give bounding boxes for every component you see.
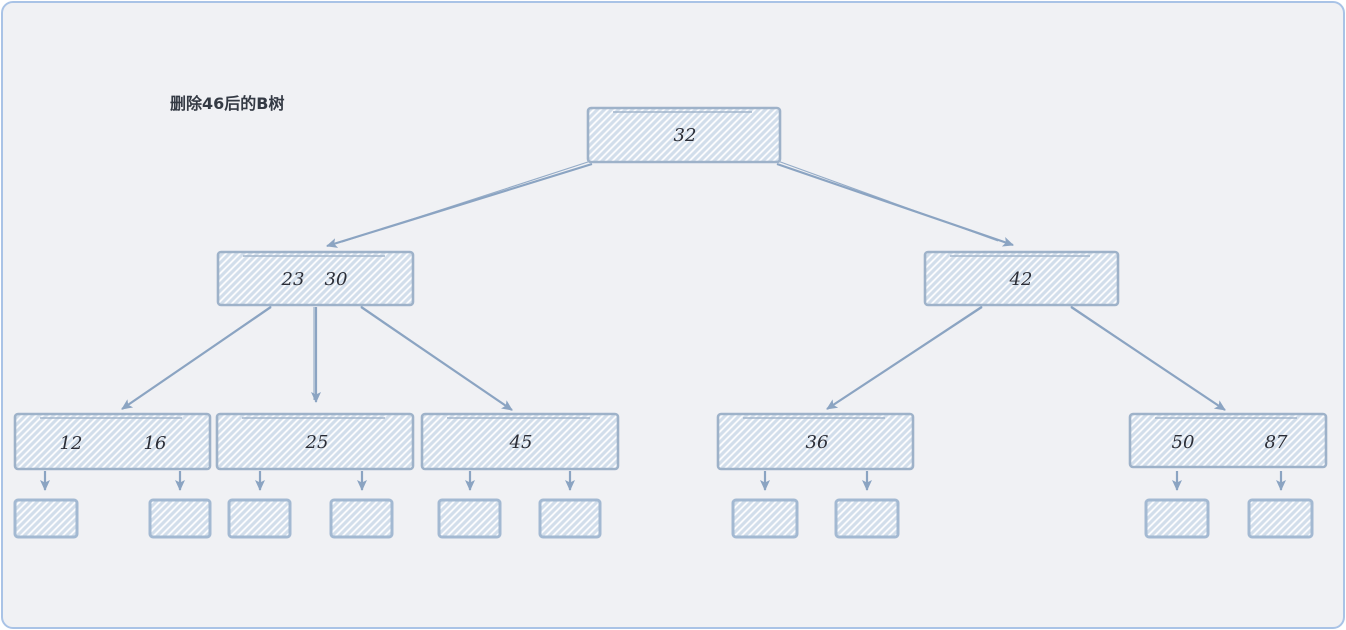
node-key: 16	[144, 433, 167, 454]
node-key: 45	[509, 432, 533, 453]
edge-internal-right-to-leaf-50-87	[1067, 303, 1226, 411]
empty-leaf-box-2	[148, 498, 212, 539]
edge-internal-left-to-leaf-45	[357, 303, 513, 411]
edge-internal-right-to-leaf-36	[826, 303, 986, 410]
node-key: 87	[1265, 432, 1288, 453]
empty-leaf-box-10	[1247, 498, 1314, 539]
edge-root-to-internal-left	[326, 159, 595, 248]
node-key: 32	[674, 125, 697, 146]
btree-node-internal-left: 23 30	[216, 250, 415, 307]
node-key: 12	[60, 433, 83, 454]
btree-node-leaf-50-87: 50 87	[1128, 412, 1328, 469]
empty-leaf-box-1	[13, 498, 79, 539]
empty-leaf-box-3	[227, 498, 292, 539]
btree-node-leaf-25: 25	[215, 412, 415, 471]
empty-leaf-box-6	[538, 498, 602, 539]
btree-node-leaf-45: 45	[420, 412, 620, 471]
empty-leaf-box-4	[329, 498, 394, 539]
node-key: 23	[281, 269, 305, 290]
btree-node-leaf-12-16: 12 16	[13, 412, 212, 471]
edge-internal-left-to-leaf-25	[311, 307, 321, 403]
empty-leaf-box-8	[834, 498, 900, 539]
empty-leaf-box-9	[1144, 498, 1210, 539]
btree-node-leaf-36: 36	[716, 412, 915, 471]
node-key: 25	[305, 432, 329, 453]
btree-node-root: 32	[586, 106, 782, 164]
node-key: 36	[806, 432, 829, 453]
edge-internal-left-to-leaf-12-16	[121, 303, 275, 410]
empty-leaf-box-5	[437, 498, 502, 539]
empty-leaf-box-7	[731, 498, 799, 539]
node-key: 30	[325, 269, 348, 290]
node-key: 50	[1172, 432, 1195, 453]
btree-node-internal-right: 42	[923, 250, 1120, 307]
edge-root-to-internal-right	[774, 159, 1014, 247]
node-key: 42	[1009, 269, 1033, 290]
diagram-title: 删除46后的B树	[170, 94, 284, 113]
